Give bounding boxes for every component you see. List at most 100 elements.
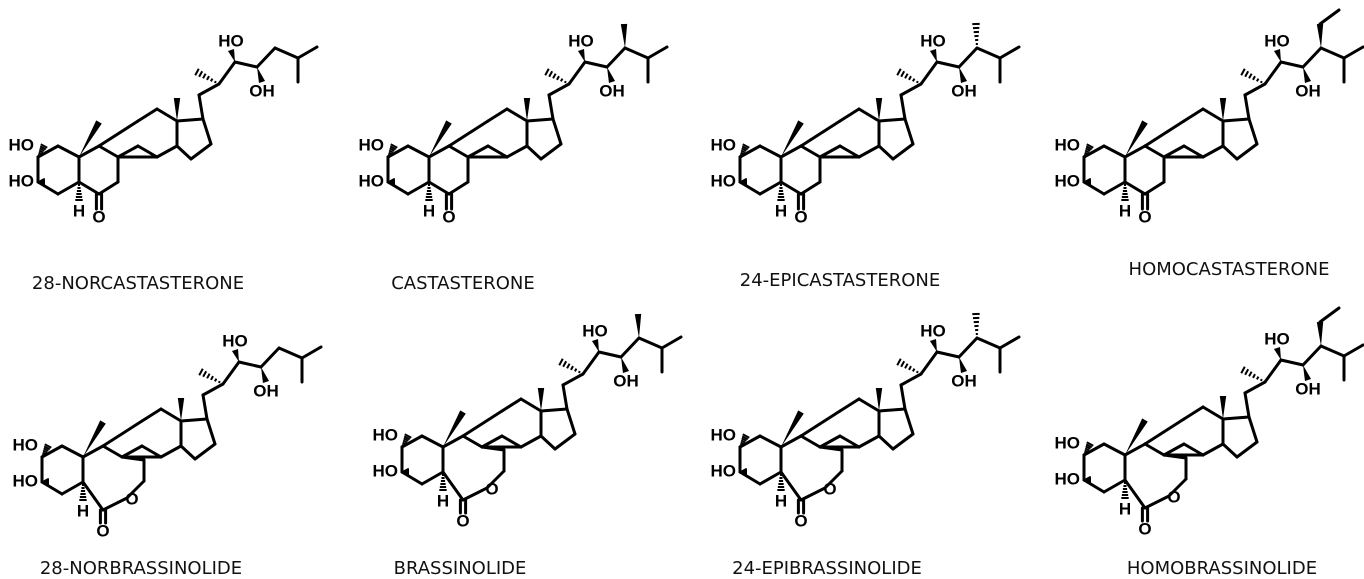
- bond-line: [879, 436, 893, 449]
- bond-line: [422, 436, 443, 447]
- c22-hydroxyl-bond: [1274, 347, 1281, 360]
- bond-line: [840, 436, 859, 447]
- hydroxyl-label-c23: OH: [951, 81, 977, 100]
- caption-homobrassinolide: HOMOBRASSINOLIDE: [1127, 558, 1317, 579]
- bond-line: [893, 144, 913, 159]
- bond-line: [563, 374, 583, 385]
- lactone-carbonyl-oxygen-label: O: [456, 511, 469, 530]
- bond-line: [879, 119, 905, 121]
- c18-methyl-bond: [174, 98, 180, 121]
- hydroxyl-label-c2: HO: [9, 135, 35, 154]
- c21-methyl-bond: [559, 359, 580, 373]
- bond-line: [58, 146, 79, 157]
- bond-line: [203, 395, 207, 419]
- bond-line: [901, 374, 921, 385]
- bond-line: [959, 338, 977, 357]
- bond-line: [901, 95, 905, 119]
- bond-line: [99, 182, 118, 194]
- bond-line: [1303, 346, 1321, 365]
- c24-methyl-bond: [621, 24, 627, 48]
- bond-line: [563, 385, 567, 409]
- bond-line: [583, 352, 599, 374]
- bond-line: [567, 409, 575, 434]
- lactone-ring-oxygen-label: O: [1167, 487, 1180, 506]
- h5-hashed-bond: [75, 185, 82, 200]
- hydroxyl-label-c23: OH: [1295, 379, 1321, 398]
- bond-line: [203, 119, 211, 144]
- bond-line: [801, 411, 840, 436]
- hydroxyl-label-c3: HO: [13, 471, 39, 490]
- bond-line: [1281, 62, 1303, 67]
- bond-line: [1245, 84, 1265, 95]
- bond-line: [161, 446, 181, 457]
- bond-line: [1145, 146, 1164, 157]
- bond-line: [502, 399, 521, 411]
- hydroxyl-label-c3: HO: [359, 171, 385, 190]
- bond-line: [199, 84, 219, 95]
- c22-hydroxyl-bond: [232, 349, 239, 362]
- bond-line: [223, 362, 239, 384]
- bond-line: [191, 144, 211, 159]
- c22-hydroxyl-bond: [1274, 49, 1281, 62]
- bond-line: [1104, 182, 1125, 194]
- c21-methyl-bond: [897, 69, 918, 83]
- bond-line: [1245, 382, 1265, 393]
- bond-line: [1265, 360, 1281, 382]
- bond-line: [239, 362, 261, 367]
- ketone-oxygen-label: O: [442, 207, 455, 226]
- bond-line: [1321, 48, 1344, 58]
- bond-line: [1104, 146, 1125, 157]
- hydroxyl-label-c22: HO: [1264, 31, 1290, 50]
- hydroxyl-label-c22: HO: [582, 321, 608, 340]
- hydroxyl-label-c2: HO: [1055, 433, 1081, 452]
- hydroxyl-label-c3: HO: [711, 171, 737, 190]
- bond-line: [103, 446, 122, 457]
- hydroxyl-label-c22: HO: [222, 331, 248, 350]
- ethyl-terminal-bond: [1320, 308, 1339, 322]
- bond-line: [488, 146, 507, 157]
- c22-hydroxyl-bond: [930, 339, 937, 352]
- bond-line: [142, 409, 161, 421]
- hydroxyl-label-c22: HO: [1264, 329, 1290, 348]
- bond-line: [879, 409, 905, 411]
- bond-line: [1145, 419, 1184, 444]
- hydroxyl-label-c2: HO: [359, 135, 385, 154]
- bond-line: [177, 119, 203, 121]
- bond-line: [549, 84, 569, 95]
- bond-line: [840, 399, 859, 411]
- lactone-ring-oxygen-label: O: [823, 479, 836, 498]
- bond-line: [859, 146, 879, 157]
- bond-line: [607, 48, 625, 67]
- hydroxyl-label-c3: HO: [1055, 171, 1081, 190]
- bond-line: [1145, 444, 1164, 455]
- hydroxyl-label-c2: HO: [711, 425, 737, 444]
- bond-line: [621, 338, 639, 357]
- bond-line: [1303, 48, 1321, 67]
- hydroxyl-label-c22: HO: [568, 31, 594, 50]
- bond-line: [482, 436, 502, 447]
- bond-line: [138, 109, 157, 121]
- bond-line: [541, 409, 567, 411]
- hydroxyl-label-c2: HO: [373, 425, 399, 444]
- hydroxyl-label-c3: HO: [373, 461, 399, 480]
- bond-line: [62, 482, 83, 494]
- c18-methyl-bond: [1220, 98, 1226, 121]
- bond-line: [840, 109, 859, 121]
- bond-line: [781, 182, 801, 194]
- bond-line: [502, 436, 521, 447]
- bond-line: [1104, 480, 1125, 492]
- bond-line: [977, 48, 1000, 58]
- bond-line: [921, 62, 937, 84]
- bond-line: [662, 337, 681, 348]
- bond-line: [275, 48, 298, 58]
- bond-line: [648, 47, 667, 58]
- c18-methyl-bond: [178, 398, 184, 421]
- bond-line: [62, 446, 83, 457]
- bond-line: [1203, 109, 1223, 121]
- bond-line: [1245, 393, 1249, 417]
- bond-line: [820, 436, 840, 447]
- hydroxyl-label-c23: OH: [1295, 81, 1321, 100]
- hydroxyl-label-c23: OH: [951, 371, 977, 390]
- bond-line: [235, 62, 257, 67]
